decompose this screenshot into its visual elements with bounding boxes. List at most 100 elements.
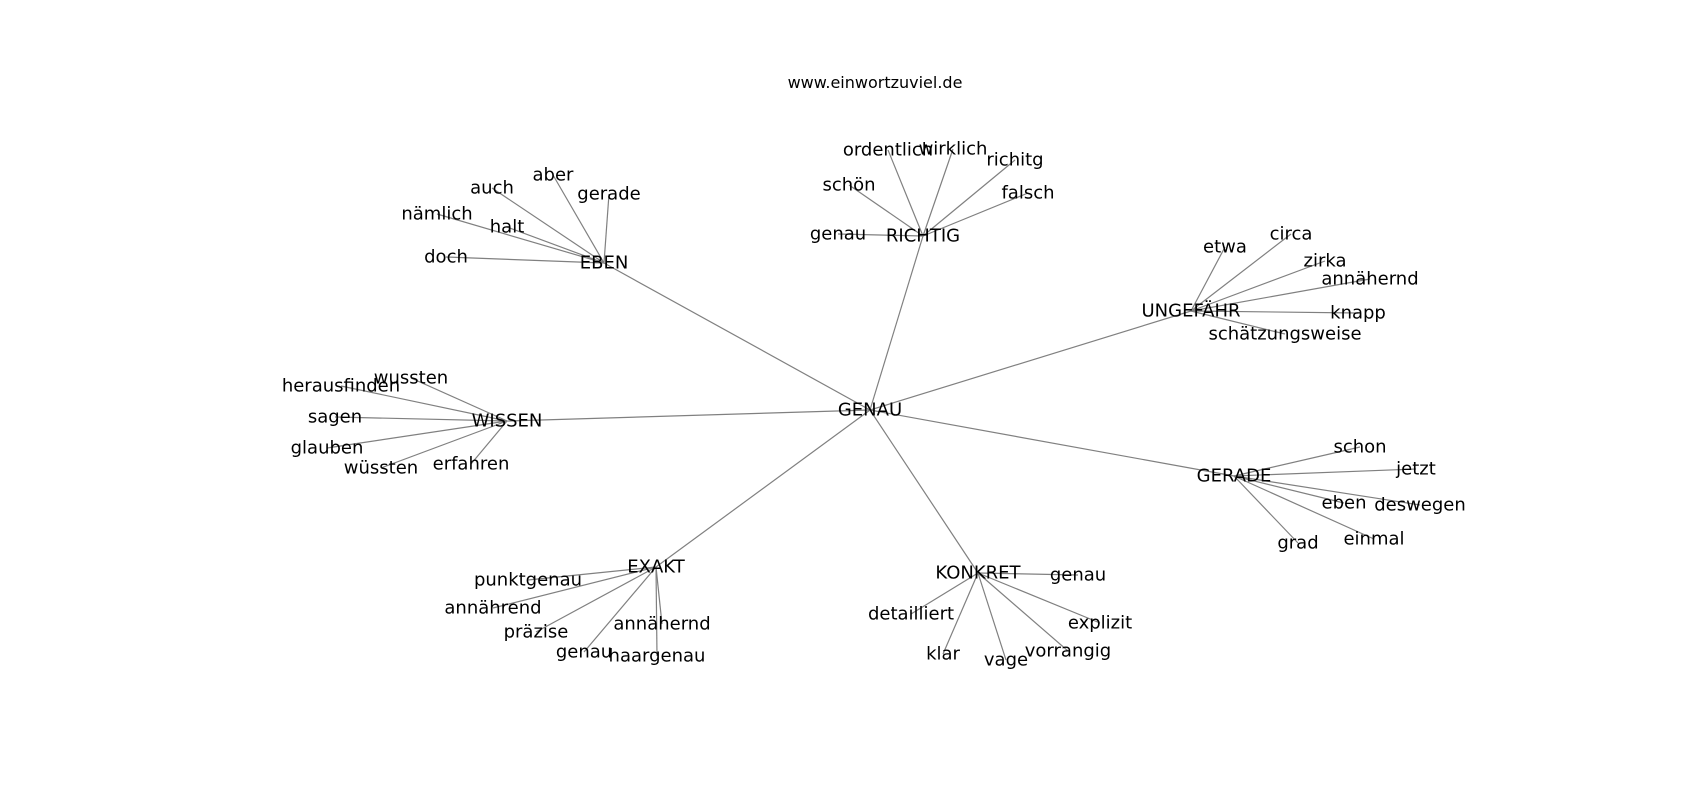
word-node-label: etwa: [1203, 237, 1247, 258]
hub-node-label: KONKRET: [935, 563, 1021, 584]
edge-hub-word: [942, 572, 979, 655]
hub-node-label: UNGEFÄHR: [1141, 301, 1240, 322]
word-node-label: erfahren: [433, 454, 510, 475]
word-node-label: nämlich: [401, 204, 472, 225]
edge-hub-word: [340, 385, 508, 422]
site-title: www.einwortzuviel.de: [788, 73, 963, 92]
word-node-label: doch: [424, 247, 468, 268]
word-node-label: präzise: [504, 622, 569, 643]
center-node-label: GENAU: [838, 400, 902, 421]
hub-node-label: GERADE: [1197, 466, 1272, 487]
word-node-label: ordentlich: [843, 140, 933, 161]
edge-hub-word: [1233, 475, 1421, 506]
word-node-label: genau: [556, 642, 612, 663]
edge-hub-word: [1190, 260, 1326, 312]
edge-hub-word: [977, 572, 1101, 624]
edge-hub-word: [910, 572, 979, 615]
edge-hub-word: [977, 572, 1079, 576]
edge-hub-word: [470, 420, 508, 465]
edge-hub-word: [1190, 246, 1226, 312]
edge-hub-word: [326, 420, 508, 449]
word-node-label: sagen: [308, 407, 362, 428]
word-node-label: annähernd: [613, 614, 710, 635]
edge-hub-word: [1190, 233, 1292, 312]
word-node-label: schön: [822, 175, 875, 196]
word-node-label: wirklich: [919, 139, 988, 160]
word-node-label: vorrangig: [1025, 641, 1111, 662]
edge-hub-word: [977, 572, 1007, 661]
edge-hub-word: [655, 566, 663, 625]
word-node-label: genau: [810, 224, 866, 245]
edge-hub-word: [603, 193, 610, 264]
edge-hub-word: [552, 174, 605, 264]
edge-hub-word: [583, 566, 657, 653]
word-node-label: halt: [490, 217, 525, 238]
word-node-label: klar: [926, 644, 960, 665]
word-node-label: einmal: [1343, 529, 1404, 550]
edge-hub-word: [1233, 446, 1361, 477]
edge-center-hub: [869, 409, 1235, 477]
word-node-label: deswegen: [1374, 495, 1466, 516]
word-node-label: wüssten: [344, 458, 418, 479]
edge-hub-word: [887, 149, 924, 237]
edge-hub-word: [492, 566, 657, 609]
edge-hub-word: [436, 213, 605, 264]
edge-center-hub: [603, 262, 871, 411]
hub-node-label: RICHTIG: [886, 226, 960, 247]
edge-hub-word: [1233, 475, 1345, 504]
edge-hub-word: [380, 420, 508, 469]
word-node-label: grad: [1277, 533, 1318, 554]
edge-hub-word: [410, 377, 508, 422]
edge-hub-word: [655, 566, 658, 657]
edge-hub-word: [848, 184, 924, 237]
edge-hub-word: [1190, 310, 1359, 314]
word-node-label: zirka: [1304, 251, 1347, 272]
edge-layer: [326, 148, 1421, 661]
edge-center-hub: [869, 409, 979, 574]
word-node-label: genau: [1050, 565, 1106, 586]
edge-hub-word: [491, 187, 605, 264]
edge-center-hub: [869, 235, 924, 411]
edge-hub-word: [837, 233, 924, 237]
edge-center-hub: [506, 409, 871, 422]
edge-hub-word: [922, 148, 954, 237]
word-node-label: schon: [1333, 437, 1386, 458]
edge-hub-word: [1233, 475, 1299, 544]
hub-node-label: EXAKT: [627, 557, 685, 578]
word-node-label: schätzungsweise: [1208, 324, 1361, 345]
edge-hub-word: [1233, 475, 1375, 540]
word-node-label: punktgenau: [474, 570, 582, 591]
word-node-label: aber: [533, 165, 575, 186]
edge-hub-word: [506, 226, 605, 264]
edge-hub-word: [445, 256, 605, 264]
edge-hub-word: [1233, 468, 1417, 477]
word-node-label: vage: [984, 650, 1028, 671]
hub-node-label: WISSEN: [472, 411, 543, 432]
edge-hub-word: [922, 159, 1016, 237]
hub-node-label: EBEN: [580, 253, 629, 274]
word-node-label: jetzt: [1395, 459, 1436, 480]
word-node-label: glauben: [291, 438, 364, 459]
edge-hub-word: [1190, 278, 1371, 312]
edge-hub-word: [1190, 310, 1286, 335]
word-node-label: knapp: [1330, 303, 1386, 324]
word-node-label: detailliert: [868, 604, 954, 625]
edge-hub-word: [535, 566, 657, 633]
word-node-label: richitg: [986, 150, 1043, 171]
edge-hub-word: [527, 566, 657, 581]
word-node-label: gerade: [577, 184, 640, 205]
word-node-label: falsch: [1001, 183, 1054, 204]
word-node-label: haargenau: [609, 646, 706, 667]
edge-center-hub: [869, 310, 1192, 411]
word-node-label: eben: [1322, 493, 1367, 514]
word-node-label: explizit: [1068, 613, 1132, 634]
word-node-label: circa: [1270, 224, 1313, 245]
edge-hub-word: [977, 572, 1069, 652]
edge-hub-word: [922, 192, 1029, 237]
word-node-label: herausfinden: [282, 376, 400, 397]
word-node-label: auch: [470, 178, 514, 199]
word-node-label: annähernd: [1321, 269, 1418, 290]
word-node-label: annährend: [444, 598, 541, 619]
